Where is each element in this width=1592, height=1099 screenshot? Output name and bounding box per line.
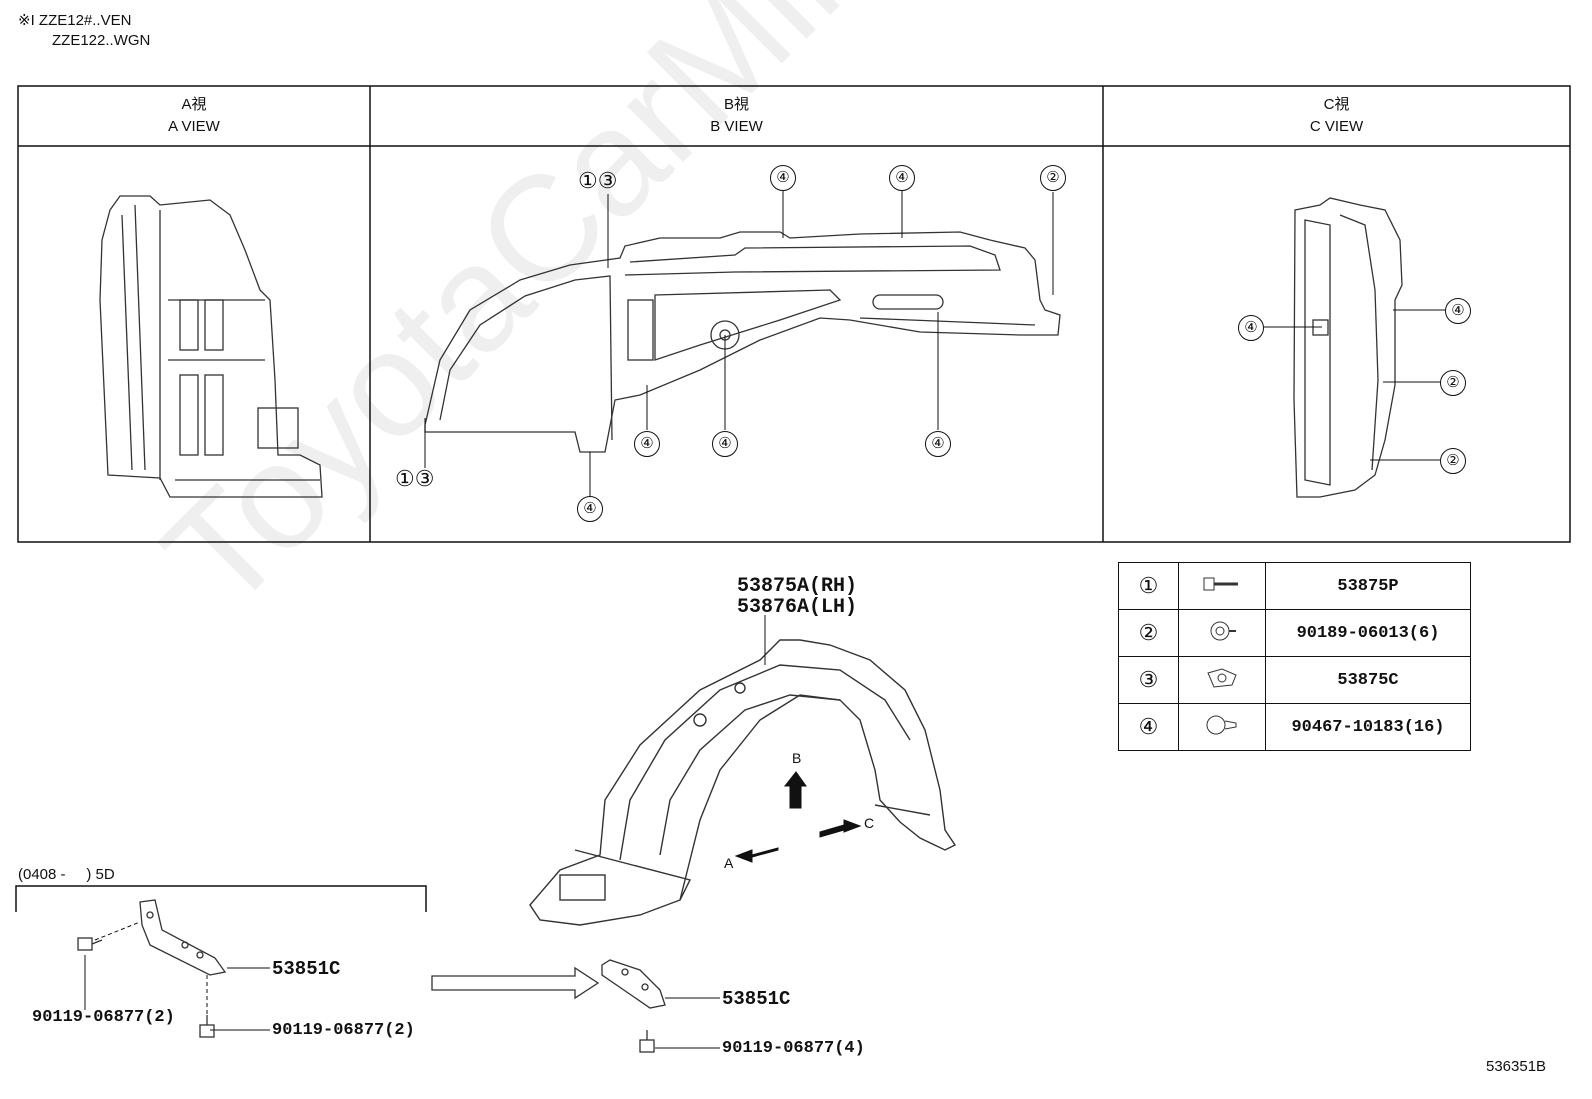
nut-icon — [1178, 656, 1266, 704]
inset-bracket-drawing — [139, 899, 227, 976]
inset-bolts — [77, 937, 215, 1038]
fastener-legend-table: ① 53875P ② 90189-06013(6) ③ 53875C ④ 904… — [1118, 562, 1471, 751]
b-callout-4-a: ④ — [770, 165, 796, 191]
replacement-bracket-part: 53851C — [722, 988, 791, 1010]
b-callout-1-3-bottom: ①③ — [395, 466, 435, 491]
arrow-label-b: B — [792, 750, 802, 766]
c-view-leaders — [1264, 309, 1445, 461]
main-part-rh: 53875A(RH) — [737, 575, 858, 598]
arrow-label-a: A — [724, 855, 734, 871]
legend-row: ② 90189-06013(6) — [1118, 609, 1471, 657]
view-table-frame — [17, 85, 1571, 543]
a-view-drawing — [99, 195, 323, 498]
c-callout-4-right: ④ — [1445, 298, 1471, 324]
legend-row: ③ 53875C — [1118, 656, 1471, 704]
main-part-lh: 53876A(LH) — [737, 596, 858, 619]
fender-liner-drawing — [529, 639, 957, 926]
b-view-drawing — [424, 231, 1061, 453]
legend-number: ③ — [1118, 656, 1179, 704]
view-arrows — [734, 771, 862, 863]
legend-part: 53875P — [1265, 562, 1471, 610]
arrow-label-c: C — [864, 815, 875, 831]
b-callout-4-c: ④ — [577, 496, 603, 522]
replacement-arrow — [431, 966, 600, 1000]
diagram-id: 536351B — [1486, 1058, 1547, 1075]
b-callout-4-e: ④ — [712, 431, 738, 457]
inset-range-label: (0408 - ) 5D — [18, 866, 115, 883]
legend-row: ④ 90467-10183(16) — [1118, 703, 1471, 751]
model-note-line2: ZZE122..WGN — [52, 32, 151, 49]
b-callout-4-d: ④ — [634, 431, 660, 457]
replacement-bolt-part: 90119-06877(4) — [722, 1039, 865, 1058]
inset-bolt-left-part: 90119-06877(2) — [32, 1008, 175, 1027]
replacement-leaders — [655, 997, 720, 1049]
b-callout-4-b: ④ — [889, 165, 915, 191]
inset-bolt-bottom-part: 90119-06877(2) — [272, 1021, 415, 1040]
legend-number: ① — [1118, 562, 1179, 610]
c-callout-4-left: ④ — [1238, 315, 1264, 341]
b-callout-1-3-top: ①③ — [578, 168, 618, 193]
b-callout-2: ② — [1040, 165, 1066, 191]
bolt-icon — [1178, 562, 1266, 610]
legend-number: ② — [1118, 609, 1179, 657]
c-view-drawing — [1293, 197, 1403, 498]
model-note-line1: ※I ZZE12#..VEN — [18, 12, 132, 29]
replacement-bracket-drawing — [601, 959, 666, 1053]
push-clip-icon — [1178, 703, 1266, 751]
legend-number: ④ — [1118, 703, 1179, 751]
b-callout-4-f: ④ — [925, 431, 951, 457]
clip-icon — [1178, 609, 1266, 657]
inset-leaders — [84, 921, 270, 1031]
legend-part: 53875C — [1265, 656, 1471, 704]
legend-part: 90467-10183(16) — [1265, 703, 1471, 751]
c-callout-2-upper: ② — [1440, 370, 1466, 396]
inset-bracket-part: 53851C — [272, 958, 341, 980]
inset-frame — [15, 885, 427, 912]
legend-part: 90189-06013(6) — [1265, 609, 1471, 657]
b-view-leaders — [424, 190, 1054, 496]
legend-row: ① 53875P — [1118, 562, 1471, 610]
c-callout-2-lower: ② — [1440, 448, 1466, 474]
